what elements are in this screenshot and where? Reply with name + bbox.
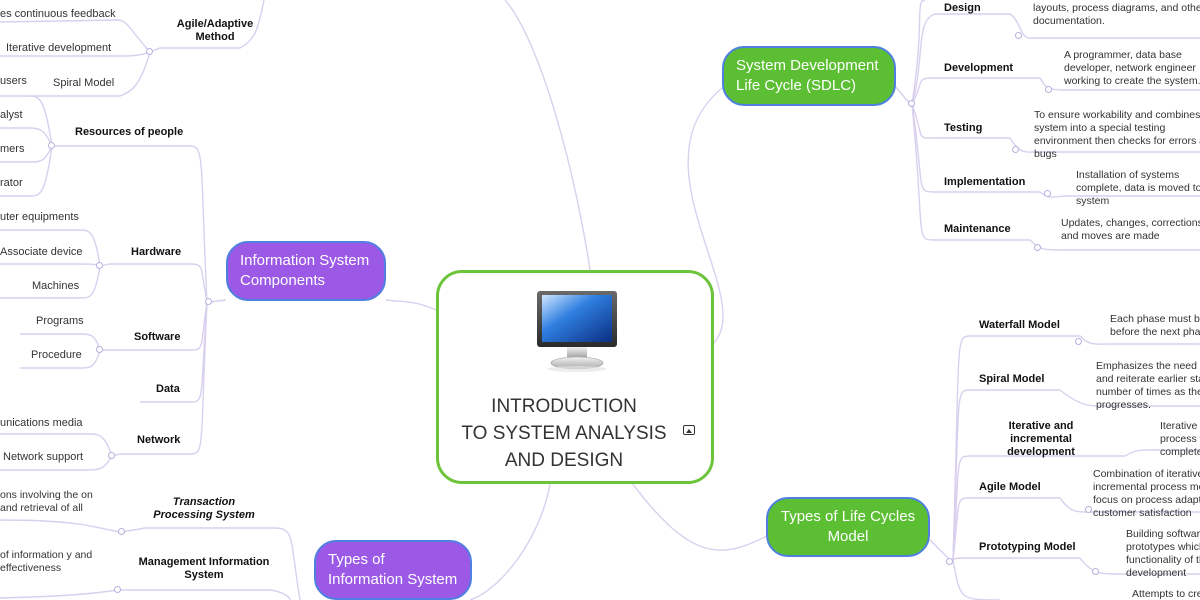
lifecycle-item-name[interactable]: Spiral Model: [979, 373, 1045, 385]
connector-dot: [114, 586, 121, 593]
connector-dot: [908, 100, 915, 107]
sdlc-item-desc: layouts, process diagrams, and other doc…: [1033, 2, 1200, 27]
lifecycle-item-name[interactable]: Prototyping Model: [979, 541, 1076, 553]
lifecycle-item-desc: Attempts to create: [1132, 588, 1200, 600]
connector-dot: [1034, 244, 1041, 251]
agile-item[interactable]: Iterative development: [6, 42, 112, 54]
lifecycle-item-name[interactable]: Iterative and incremental development: [1007, 420, 1075, 458]
lifecycle-item-name[interactable]: Waterfall Model: [979, 319, 1060, 331]
component-item[interactable]: mers: [0, 143, 25, 155]
connector-dot: [96, 346, 103, 353]
connector-dot: [108, 452, 115, 459]
monitor-icon: [537, 291, 617, 372]
component-item[interactable]: Procedure: [31, 349, 82, 361]
connector-dot: [205, 298, 212, 305]
central-topic-title: INTRODUCTION TO SYSTEM ANALYSIS AND DESI…: [461, 396, 667, 471]
component-item[interactable]: alyst: [0, 109, 23, 121]
sdlc-item-name[interactable]: Design: [944, 2, 981, 14]
lifecycle-item-desc: Each phase must be completed before the …: [1110, 313, 1200, 338]
agile-method-name[interactable]: Agile/Adaptive Method: [176, 18, 254, 43]
lifecycle-item-desc: Iterative design process with the comple…: [1160, 420, 1200, 458]
hub-life-cycles-label: Types of Life Cycles Model: [780, 508, 916, 545]
connector-dot: [946, 558, 953, 565]
connector-dot: [146, 48, 153, 55]
component-item[interactable]: unications media: [0, 417, 83, 429]
agile-item[interactable]: Spiral Model: [53, 77, 115, 89]
connector-dot: [1044, 190, 1051, 197]
connector-dot: [1012, 146, 1019, 153]
connector-dot: [1085, 506, 1092, 513]
lifecycle-item-desc: Emphasizes the need to go back and reite…: [1096, 360, 1200, 411]
hub-types-is[interactable]: Types of Information System: [314, 540, 472, 600]
types-is-group-desc: ons involving the on and retrieval of al…: [0, 489, 93, 514]
hub-components-label: Information System Components: [240, 252, 370, 289]
connector-dot: [1015, 32, 1022, 39]
connector-dot: [96, 262, 103, 269]
sdlc-item-name[interactable]: Development: [944, 62, 1014, 74]
hub-components[interactable]: Information System Components: [226, 241, 386, 301]
component-group-name[interactable]: Data: [156, 383, 180, 395]
hub-types-is-label: Types of Information System: [328, 551, 458, 588]
hub-sdlc[interactable]: System Development Life Cycle (SDLC): [722, 46, 896, 106]
sdlc-item-desc: A programmer, data base developer, netwo…: [1064, 49, 1200, 87]
component-group-name[interactable]: Software: [134, 331, 181, 343]
sdlc-item-desc: Updates, changes, corrections and moves …: [1061, 217, 1200, 242]
types-is-group-name[interactable]: Management Information System: [138, 556, 270, 581]
component-item[interactable]: Machines: [32, 280, 80, 292]
component-item[interactable]: uter equipments: [0, 211, 79, 223]
connector-dot: [48, 142, 55, 149]
sdlc-item-name[interactable]: Implementation: [944, 176, 1026, 188]
component-group-name[interactable]: Network: [137, 434, 181, 446]
component-item[interactable]: users: [0, 75, 27, 87]
lifecycle-item-desc: Combination of iterative and incremental…: [1093, 468, 1200, 519]
component-item[interactable]: Programs: [36, 315, 84, 327]
component-group-name[interactable]: Hardware: [131, 246, 182, 258]
central-topic[interactable]: INTRODUCTION TO SYSTEM ANALYSIS AND DESI…: [436, 270, 714, 484]
connector-dot: [1075, 338, 1082, 345]
lifecycle-item-desc: Building software application prototypes…: [1126, 528, 1200, 579]
sdlc-item-desc: Installation of systems complete, data i…: [1076, 169, 1200, 207]
sdlc-item-name[interactable]: Testing: [944, 122, 983, 134]
connector-dot: [1092, 568, 1099, 575]
agile-item[interactable]: es continuous feedback: [0, 8, 116, 20]
connector-dot: [1045, 86, 1052, 93]
sdlc-item-name[interactable]: Maintenance: [944, 223, 1011, 235]
lifecycle-item-name[interactable]: Agile Model: [979, 481, 1041, 493]
sdlc-item-desc: To ensure workability and combines the s…: [1034, 109, 1200, 160]
hub-life-cycles[interactable]: Types of Life Cycles Model: [766, 497, 930, 557]
connector-dot: [118, 528, 125, 535]
component-item[interactable]: Network support: [3, 451, 84, 463]
component-item[interactable]: rator: [0, 177, 23, 189]
component-item[interactable]: Associate device: [0, 246, 83, 258]
component-group-name[interactable]: Resources of people: [75, 126, 184, 138]
types-is-group-name[interactable]: Transaction Processing System: [153, 496, 255, 521]
image-icon[interactable]: [683, 425, 695, 435]
types-is-group-desc: of information y and effectiveness: [0, 549, 93, 574]
hub-sdlc-label: System Development Life Cycle (SDLC): [736, 57, 879, 94]
